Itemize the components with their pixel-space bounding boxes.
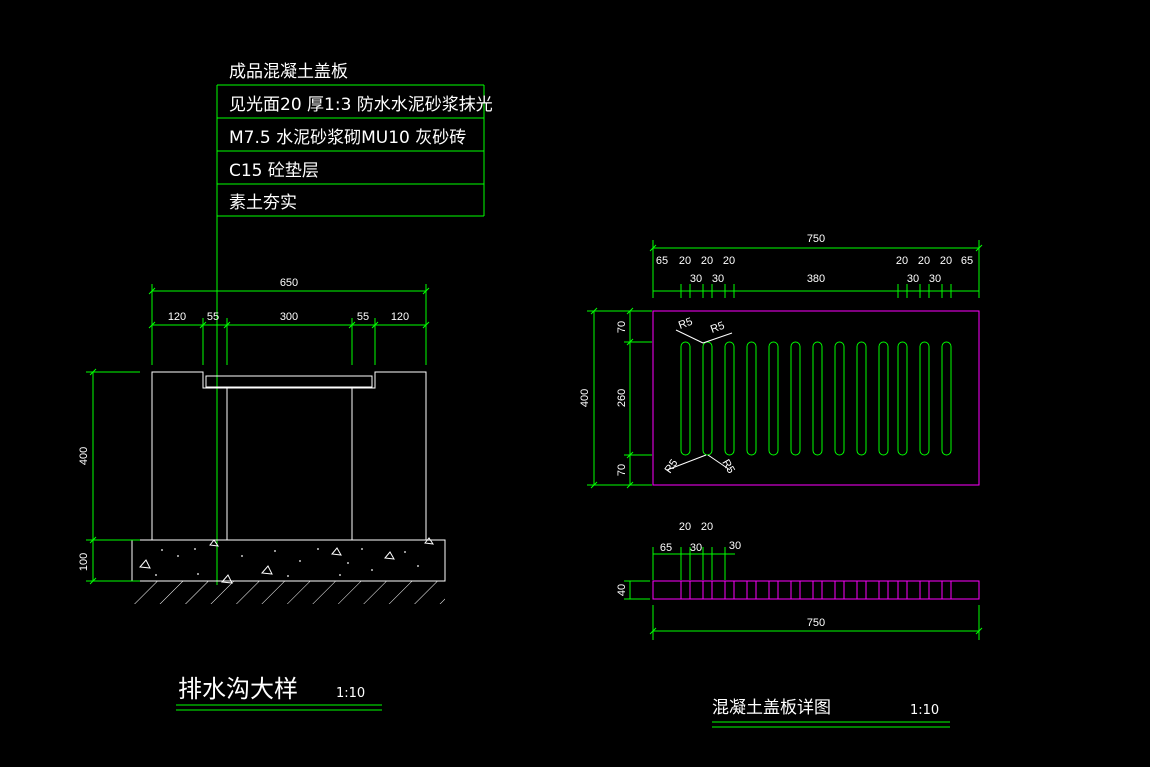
concrete-base — [131, 539, 446, 582]
dim-ledge-right: 55 — [357, 311, 369, 323]
sec-dim-20-a: 20 — [679, 521, 691, 533]
plate-dim-top: 70 — [616, 321, 628, 333]
cover-plate-section — [205, 375, 373, 388]
plate-dim-30-d: 30 — [929, 273, 941, 285]
layer-note-3: M7.5 水泥砂浆砌MU10 灰砂砖 — [229, 128, 466, 148]
plate-dim-middle: 260 — [616, 389, 628, 407]
sec-dim-30-a: 30 — [690, 542, 702, 554]
plate-dim-20-d: 20 — [896, 255, 908, 267]
right-wall — [351, 371, 427, 541]
sec-dim-65: 65 — [660, 542, 672, 554]
plate-dim-20-a: 20 — [679, 255, 691, 267]
left-wall — [151, 371, 228, 541]
compacted-soil — [132, 581, 445, 604]
plate-dim-380: 380 — [807, 273, 825, 285]
radius-label-2: R5 — [709, 320, 726, 336]
plate-dim-ticks — [680, 284, 952, 298]
dim-wall-left: 120 — [168, 311, 186, 323]
plate-dim-65-left: 65 — [656, 255, 668, 267]
plate-dim-65-right: 65 — [961, 255, 973, 267]
dim-wall-right: 120 — [391, 311, 409, 323]
slot — [856, 341, 867, 456]
plate-title: 混凝土盖板详图 — [712, 698, 831, 718]
layer-note-5: 素土夯实 — [229, 193, 297, 213]
layer-note-1: 成品混凝土盖板 — [229, 62, 348, 82]
dim-height: 400 — [78, 447, 90, 465]
plate-dim-20-e: 20 — [918, 255, 930, 267]
slot — [790, 341, 801, 456]
dim-overall-width: 650 — [280, 277, 298, 289]
plate-dim-30-c: 30 — [907, 273, 919, 285]
sec-dim-20-b: 20 — [701, 521, 713, 533]
slot — [746, 341, 757, 456]
slot — [702, 341, 713, 456]
slot — [834, 341, 845, 456]
radius-label-4: R5 — [719, 458, 736, 476]
sec-dim-thickness: 40 — [616, 584, 628, 596]
dim-base: 100 — [78, 553, 90, 571]
ditch-scale: 1:10 — [336, 686, 365, 701]
slot — [680, 341, 691, 456]
radius-label-1: R5 — [677, 316, 694, 332]
sec-dim-30-b: 30 — [729, 540, 741, 552]
slot — [812, 341, 823, 456]
ditch-title: 排水沟大样 — [178, 675, 298, 703]
slot — [724, 341, 735, 456]
plate-dim-30-a: 30 — [690, 273, 702, 285]
plate-dim-width: 400 — [579, 389, 591, 407]
plate-dim-30-b: 30 — [712, 273, 724, 285]
plate-dim-20-b: 20 — [701, 255, 713, 267]
plate-scale: 1:10 — [910, 703, 939, 718]
ditch-section: 成品混凝土盖板 见光面20 厚1:3 防水水泥砂浆抹光 M7.5 水泥砂浆砌MU… — [78, 62, 493, 711]
slot — [768, 341, 779, 456]
slot — [919, 341, 930, 456]
dim-ledge-left: 55 — [207, 311, 219, 323]
plate-slots — [680, 341, 952, 456]
cover-plate-plan — [652, 310, 980, 486]
dim-channel: 300 — [280, 311, 298, 323]
plate-dim-20-f: 20 — [940, 255, 952, 267]
sec-dim-overall: 750 — [807, 617, 825, 629]
slot — [941, 341, 952, 456]
radius-label-3: R5 — [663, 457, 681, 475]
slot — [878, 341, 889, 456]
plate-dim-overall: 750 — [807, 233, 825, 245]
plate-dim-20-c: 20 — [723, 255, 735, 267]
layer-note-2: 见光面20 厚1:3 防水水泥砂浆抹光 — [229, 95, 493, 115]
cover-plate-detail: 750 65 20 20 20 20 20 20 65 30 30 380 30… — [579, 233, 983, 728]
plate-dim-bottom: 70 — [616, 464, 628, 476]
slot — [897, 341, 908, 456]
layer-note-4: C15 砼垫层 — [229, 161, 319, 181]
